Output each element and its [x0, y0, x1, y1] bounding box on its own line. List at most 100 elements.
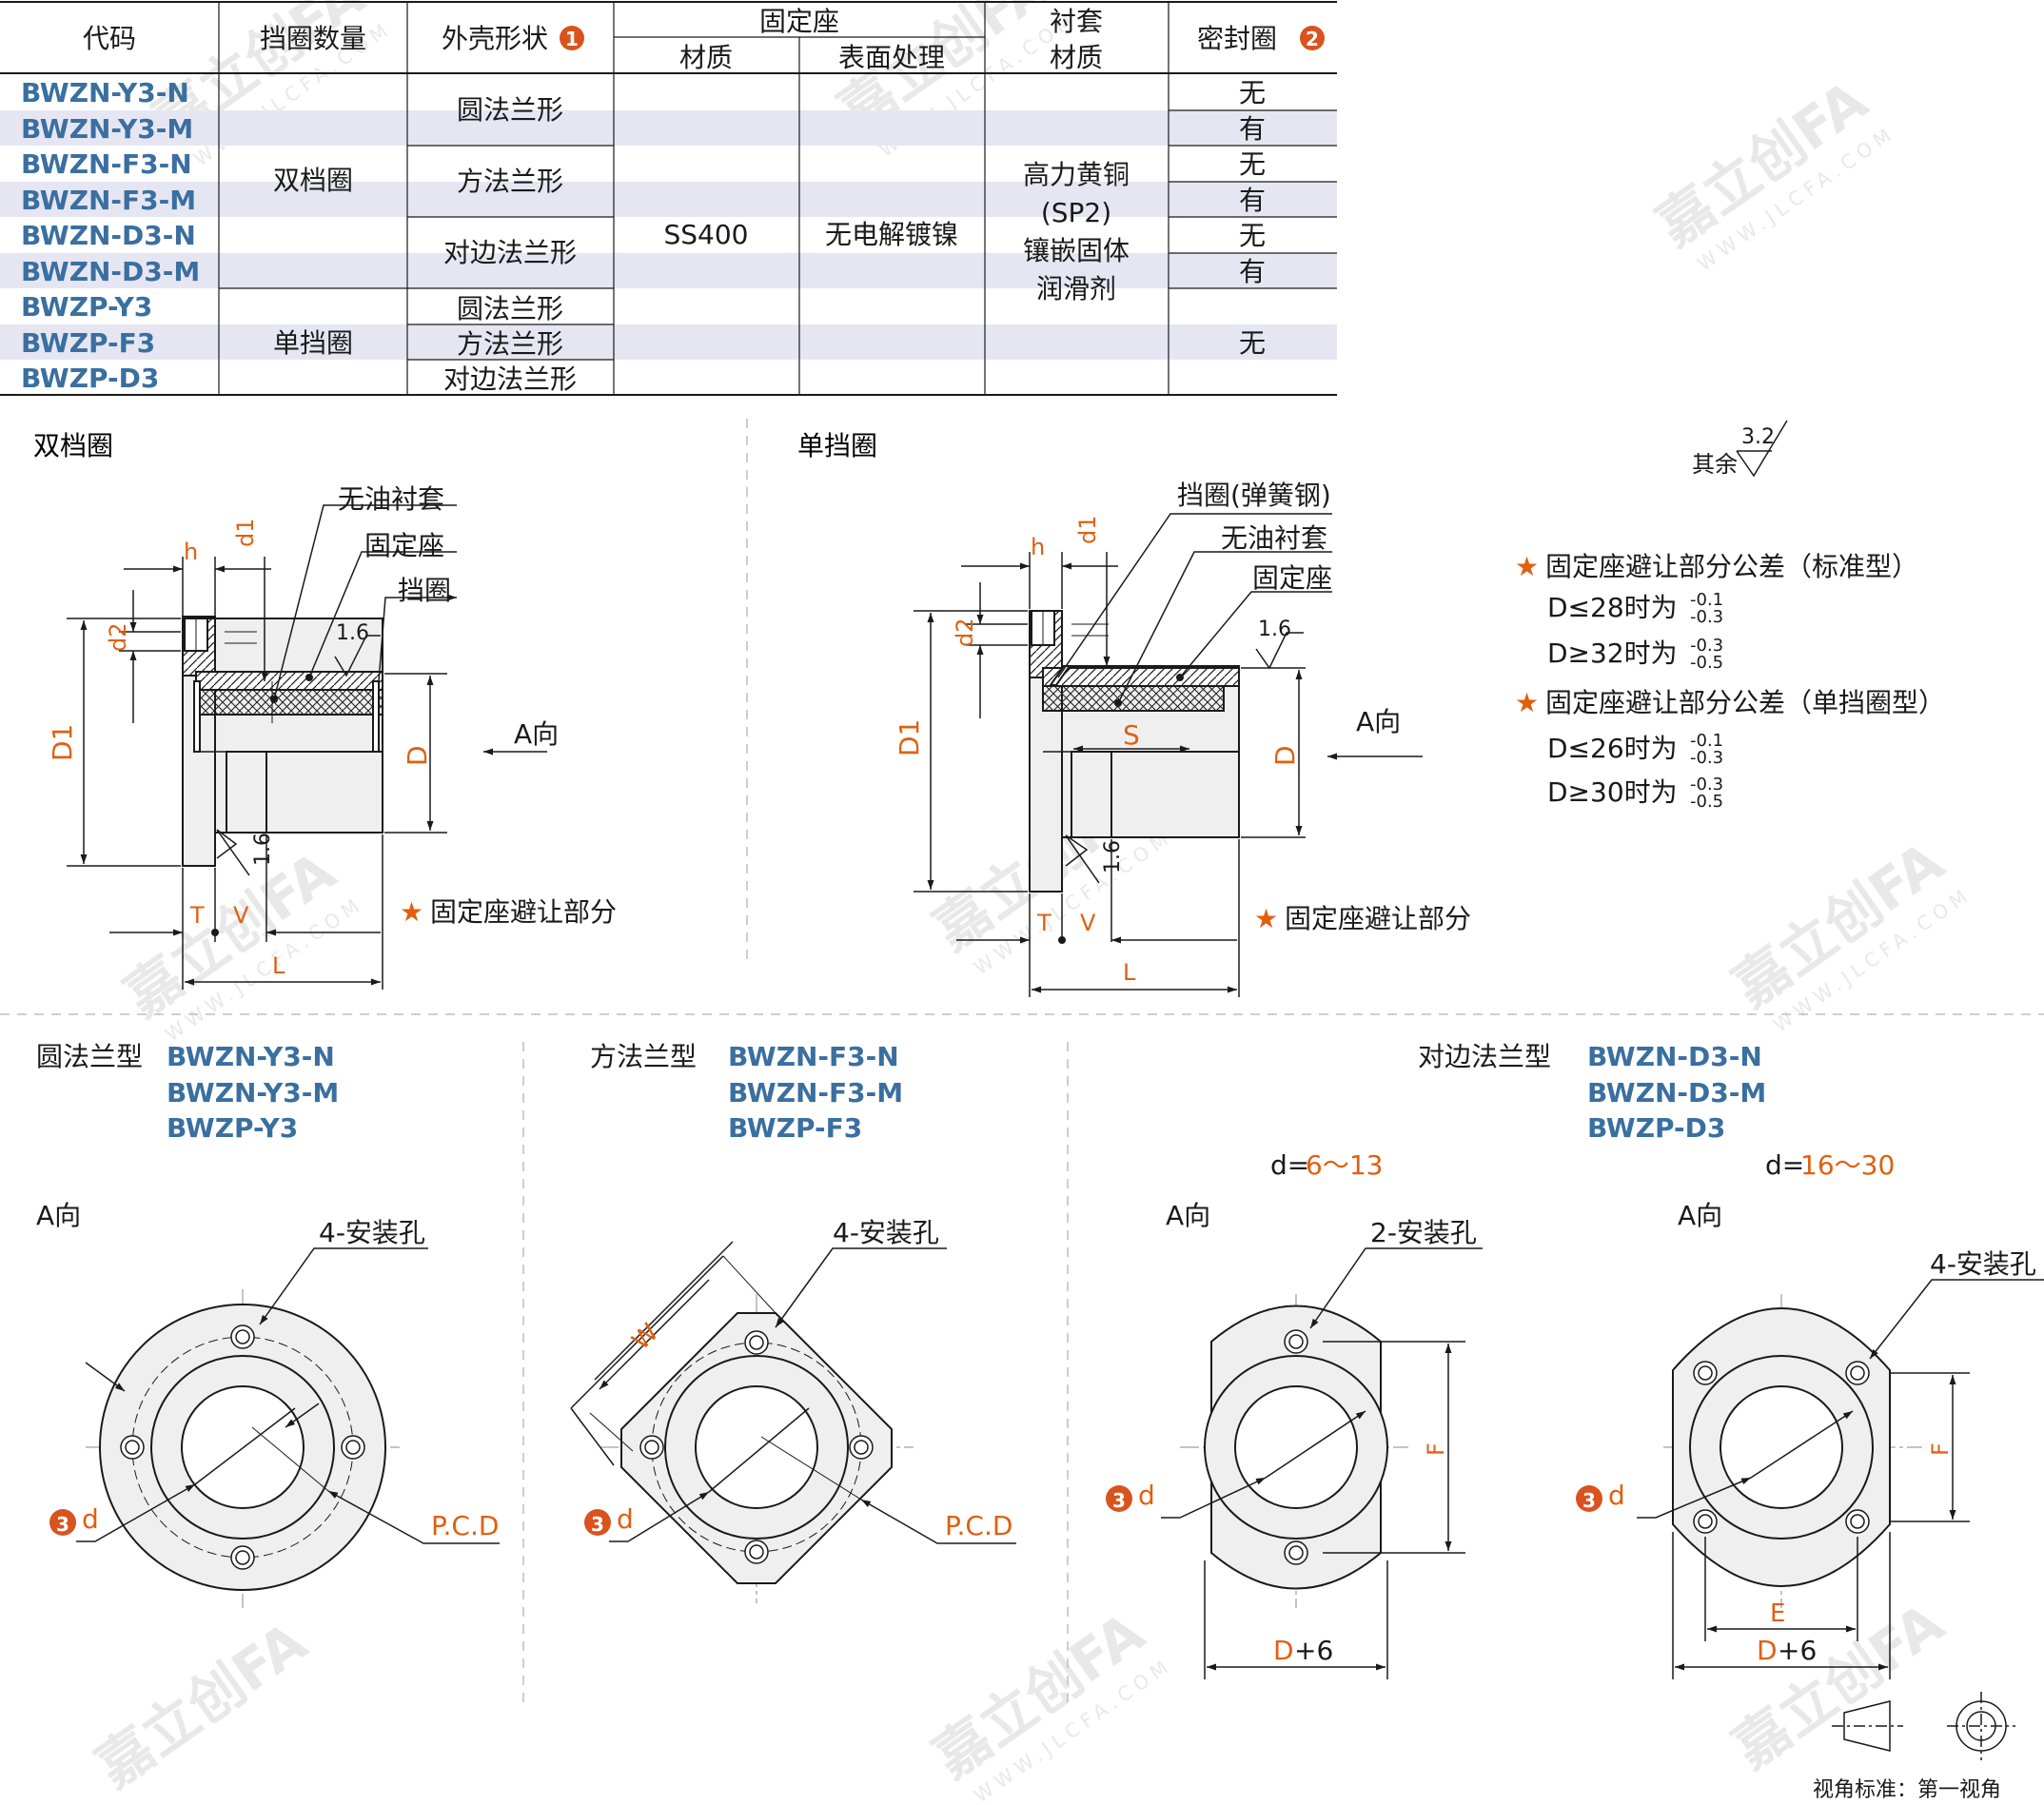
dim-T: T: [189, 902, 205, 929]
tol-cond: D≥30时为: [1547, 776, 1678, 808]
flat-flange-small-view: 2-安装孔 F D +6 3 d: [1106, 1217, 1483, 1679]
round-code: BWZN-Y3-N: [167, 1041, 335, 1072]
single-title: 单挡圈: [797, 430, 877, 461]
pcd-label: P.C.D: [431, 1510, 499, 1541]
double-retainer-section: 双档圈 无油衬套 固定座 挡圈: [33, 430, 617, 990]
tol-upper: -0.3: [1690, 636, 1723, 656]
single-dims: [914, 552, 1423, 997]
dim-F: F: [1423, 1442, 1449, 1456]
mount-holes: [120, 1324, 365, 1570]
round-flange-view: 4-安装孔 P.C.D 3 d: [49, 1217, 500, 1608]
flat-flange-large-view: 4-安装孔 F E D +6 3 d: [1576, 1248, 2044, 1679]
square-code: BWZN-F3-N: [728, 1041, 899, 1072]
bore-d-label: d: [1138, 1480, 1155, 1511]
bushing-material-cell: 高力黄铜: [1023, 159, 1130, 190]
code-cell: BWZP-D3: [21, 363, 159, 394]
dim-V: V: [233, 902, 249, 929]
single-dim-labels: h d1 d2 D1 S D T V L: [894, 515, 1301, 986]
flat-large-dir: A向: [1678, 1200, 1722, 1231]
pcd-label: P.C.D: [945, 1510, 1012, 1541]
header-code: 代码: [83, 23, 136, 54]
code-cell: BWZN-Y3-M: [21, 113, 193, 145]
view-titles: 圆法兰型 BWZN-Y3-N BWZN-Y3-M BWZP-Y3 方法兰型 BW…: [36, 1041, 1895, 1231]
bushing-material-cell: 镶嵌固体: [1023, 235, 1130, 266]
tol-upper: -0.1: [1690, 590, 1723, 610]
double-title: 双档圈: [33, 430, 113, 461]
single-retainer-section: 单挡圈 挡圈(弹簧钢) 无油衬套 固定座: [797, 430, 1471, 997]
label-retainer: 挡圈: [398, 575, 451, 606]
projection-label: 视角标准：第一视角: [1813, 1778, 2001, 1802]
badge-3: [1106, 1485, 1132, 1512]
mount-holes: [639, 1330, 874, 1564]
code-cell: BWZN-Y3-N: [21, 77, 189, 108]
badge-3-number: 3: [56, 1513, 69, 1536]
holder-section: [1042, 667, 1240, 687]
spec-table: 代码 挡圈数量 外壳形状 1 固定座 材质 表面处理 衬套 材质 密封圈 2 B…: [0, 1, 1337, 396]
label-holder: 固定座: [364, 530, 444, 561]
dim-d2: d2: [952, 618, 978, 647]
watermark: 嘉立创FA WWW.JLCFA.COM: [1645, 68, 1900, 275]
retainer-left: [193, 680, 201, 753]
avoid-part: [226, 751, 383, 834]
range-small-prefix: d=: [1270, 1149, 1309, 1181]
dim-T: T: [1036, 910, 1051, 936]
avoid-label: 固定座避让部分: [430, 896, 617, 928]
tol-star: ★: [1515, 551, 1539, 582]
table-alt-rows: [0, 110, 1337, 360]
header-retainer-count: 挡圈数量: [260, 23, 366, 54]
header-bushing-material: 材质: [1050, 42, 1103, 73]
single-leaders: [1057, 513, 1332, 704]
header-shell-shape: 外壳形状: [442, 23, 548, 54]
label-bushing: 无油衬套: [1221, 522, 1327, 554]
roughness-top: 1.6: [336, 621, 369, 645]
square-flange-view: W 4-安装孔 P.C.D 3 d: [570, 1217, 1016, 1603]
holes-label: 4-安装孔: [319, 1217, 425, 1248]
double-leaders: [273, 504, 457, 700]
dim-D6-D: D: [1757, 1635, 1778, 1666]
dim-E: E: [1770, 1599, 1785, 1628]
roughness-top: 1.6: [1258, 618, 1291, 641]
table-grid: [0, 1, 1337, 396]
bushing-section: [1042, 685, 1225, 712]
double-callouts: 无油衬套 固定座 挡圈: [338, 483, 451, 606]
seal-cell: 无: [1239, 220, 1266, 251]
flat-code: BWZP-D3: [1587, 1112, 1725, 1144]
tol-single-title: 固定座避让部分公差（单挡圈型）: [1545, 687, 1945, 718]
double-dim-labels: h d1 d2 D1 D T V L: [47, 518, 433, 979]
flat-code: BWZN-D3-M: [1587, 1077, 1766, 1109]
shape-cell: 对边法兰形: [443, 237, 577, 268]
mount-holes: [1284, 1329, 1308, 1565]
badge-3: [1576, 1485, 1602, 1512]
projection-symbol: 视角标准：第一视角: [1813, 1692, 2015, 1802]
badge-3: [49, 1509, 76, 1536]
holes2-label: 2-安装孔: [1370, 1217, 1477, 1248]
watermark: 嘉立创FA: [85, 1609, 318, 1799]
seal-cell: 无: [1239, 77, 1266, 108]
bore-d-label: d: [82, 1503, 99, 1535]
code-cell: BWZN-D3-N: [21, 220, 196, 251]
double-part: [182, 616, 383, 867]
header-holder: 固定座: [759, 6, 839, 37]
shell-badge: [560, 26, 584, 50]
avoid-star: ★: [400, 896, 423, 928]
avoid-label: 固定座避让部分: [1285, 903, 1471, 934]
table-header: 代码 挡圈数量 外壳形状 1 固定座 材质 表面处理 衬套 材质 密封圈 2: [83, 6, 1325, 73]
range-large: 16～30: [1800, 1149, 1895, 1181]
bore: [1234, 1385, 1358, 1509]
square-code: BWZN-F3-M: [728, 1077, 903, 1109]
retainer-double-cell: 双档圈: [273, 165, 353, 196]
tol-upper: -0.1: [1690, 731, 1723, 751]
tol-cond: D≥32时为: [1547, 638, 1678, 669]
tol-cond: D≤26时为: [1547, 733, 1678, 764]
seal-cell: 无: [1239, 327, 1266, 359]
dim-V: V: [1080, 910, 1096, 936]
dim-D6-D: D: [1273, 1635, 1294, 1666]
label-retainer-spring: 挡圈(弹簧钢): [1177, 480, 1331, 511]
tol-lower: -0.3: [1690, 607, 1723, 627]
seal-badge-number: 2: [1306, 28, 1319, 50]
code-cell: BWZP-F3: [21, 327, 155, 359]
dim-D: D: [1269, 745, 1301, 766]
holder-surface-cell: 无电解镀镍: [825, 219, 958, 250]
badge-3: [584, 1509, 611, 1536]
tol-cond: D≤28时为: [1547, 592, 1678, 623]
